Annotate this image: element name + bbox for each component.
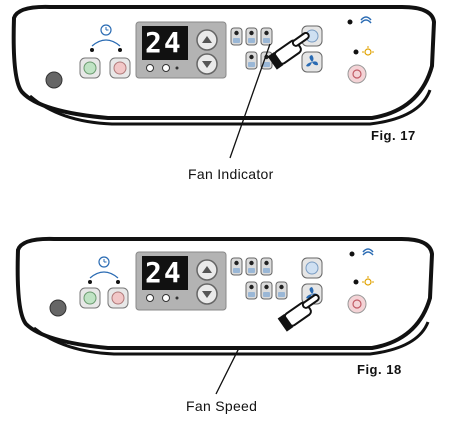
control-panel-fig17: 24 <box>0 0 449 140</box>
power-icon <box>347 64 367 84</box>
callout-fan-indicator: Fan Indicator <box>188 166 274 182</box>
down-arrow-icon <box>196 53 218 75</box>
fan-button <box>301 51 323 73</box>
panel-drawing-fig17 <box>11 4 437 126</box>
pointing-hand-icon <box>277 293 320 332</box>
power-icon <box>347 294 367 314</box>
mode-indicators-row1 <box>230 257 273 276</box>
mode-indicators-row1 <box>230 27 273 46</box>
bulb-icon <box>362 276 374 286</box>
lcd-value: 24 <box>145 256 183 289</box>
timer-off-button <box>107 287 129 309</box>
down-arrow-icon <box>196 283 218 305</box>
fan-icon <box>306 55 318 67</box>
knob-icon <box>45 71 63 89</box>
up-arrow-icon <box>196 29 218 51</box>
figure-label-18: Fig. 18 <box>357 362 402 377</box>
timer-on-button <box>79 57 101 79</box>
panel-drawing-fig18 <box>15 236 435 356</box>
lcd-value: 24 <box>145 26 183 59</box>
pointing-hand-icon <box>267 31 310 70</box>
timer-off-button <box>109 57 131 79</box>
clock-icon <box>100 24 112 36</box>
figure-label-17: Fig. 17 <box>371 128 416 143</box>
clock-icon <box>98 256 110 268</box>
callout-fan-speed: Fan Speed <box>186 398 258 414</box>
sleep-icon <box>362 248 374 256</box>
sleep-icon <box>360 16 372 24</box>
timer-on-button <box>79 287 101 309</box>
mode-button <box>301 25 323 47</box>
fan-indicator-leader <box>229 43 271 159</box>
control-panel-fig18: 24 <box>0 232 449 372</box>
lcd-screen <box>142 26 188 60</box>
mode-button <box>301 257 323 279</box>
bulb-icon <box>362 46 374 56</box>
knob-icon <box>49 299 67 317</box>
lcd-screen <box>142 256 188 290</box>
fan-speed-indicators-row2 <box>245 281 288 300</box>
up-arrow-icon <box>196 259 218 281</box>
